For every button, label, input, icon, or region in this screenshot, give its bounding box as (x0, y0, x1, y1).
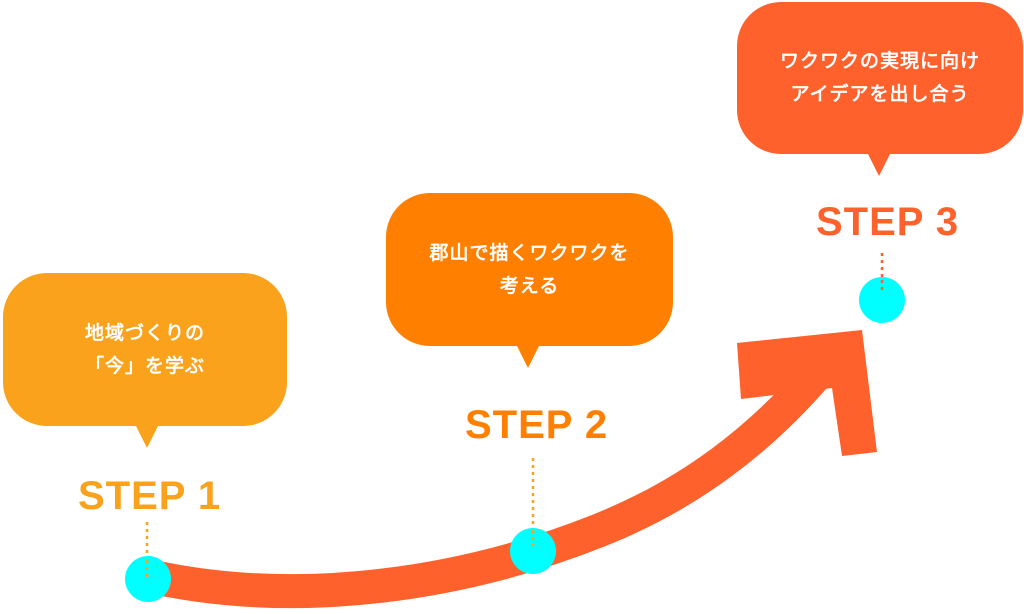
step2-node (510, 528, 556, 574)
step2-bubble: 郡山で描くワクワクを 考える (386, 193, 673, 368)
step2-bubble-tail (516, 344, 540, 368)
step3-node (859, 277, 905, 323)
step1-label: STEP 1 (78, 474, 222, 518)
step1-description: 地域づくりの 「今」を学ぶ (84, 321, 205, 377)
step1-bubble-tail (135, 424, 159, 448)
step3-description: ワクワクの実現に向け アイデアを出し合う (779, 50, 980, 105)
step3-label: STEP 3 (816, 200, 960, 244)
step3-bubble-tail (867, 152, 891, 176)
step2-description: 郡山で描くワクワクを 考える (429, 241, 630, 297)
step3-bubble: ワクワクの実現に向け アイデアを出し合う (737, 2, 1023, 176)
progress-arrow-curve (136, 358, 833, 609)
step2-label: STEP 2 (465, 403, 609, 447)
step1-node (125, 556, 171, 602)
arrowhead-icon (737, 330, 877, 456)
step1-bubble: 地域づくりの 「今」を学ぶ (3, 273, 287, 448)
